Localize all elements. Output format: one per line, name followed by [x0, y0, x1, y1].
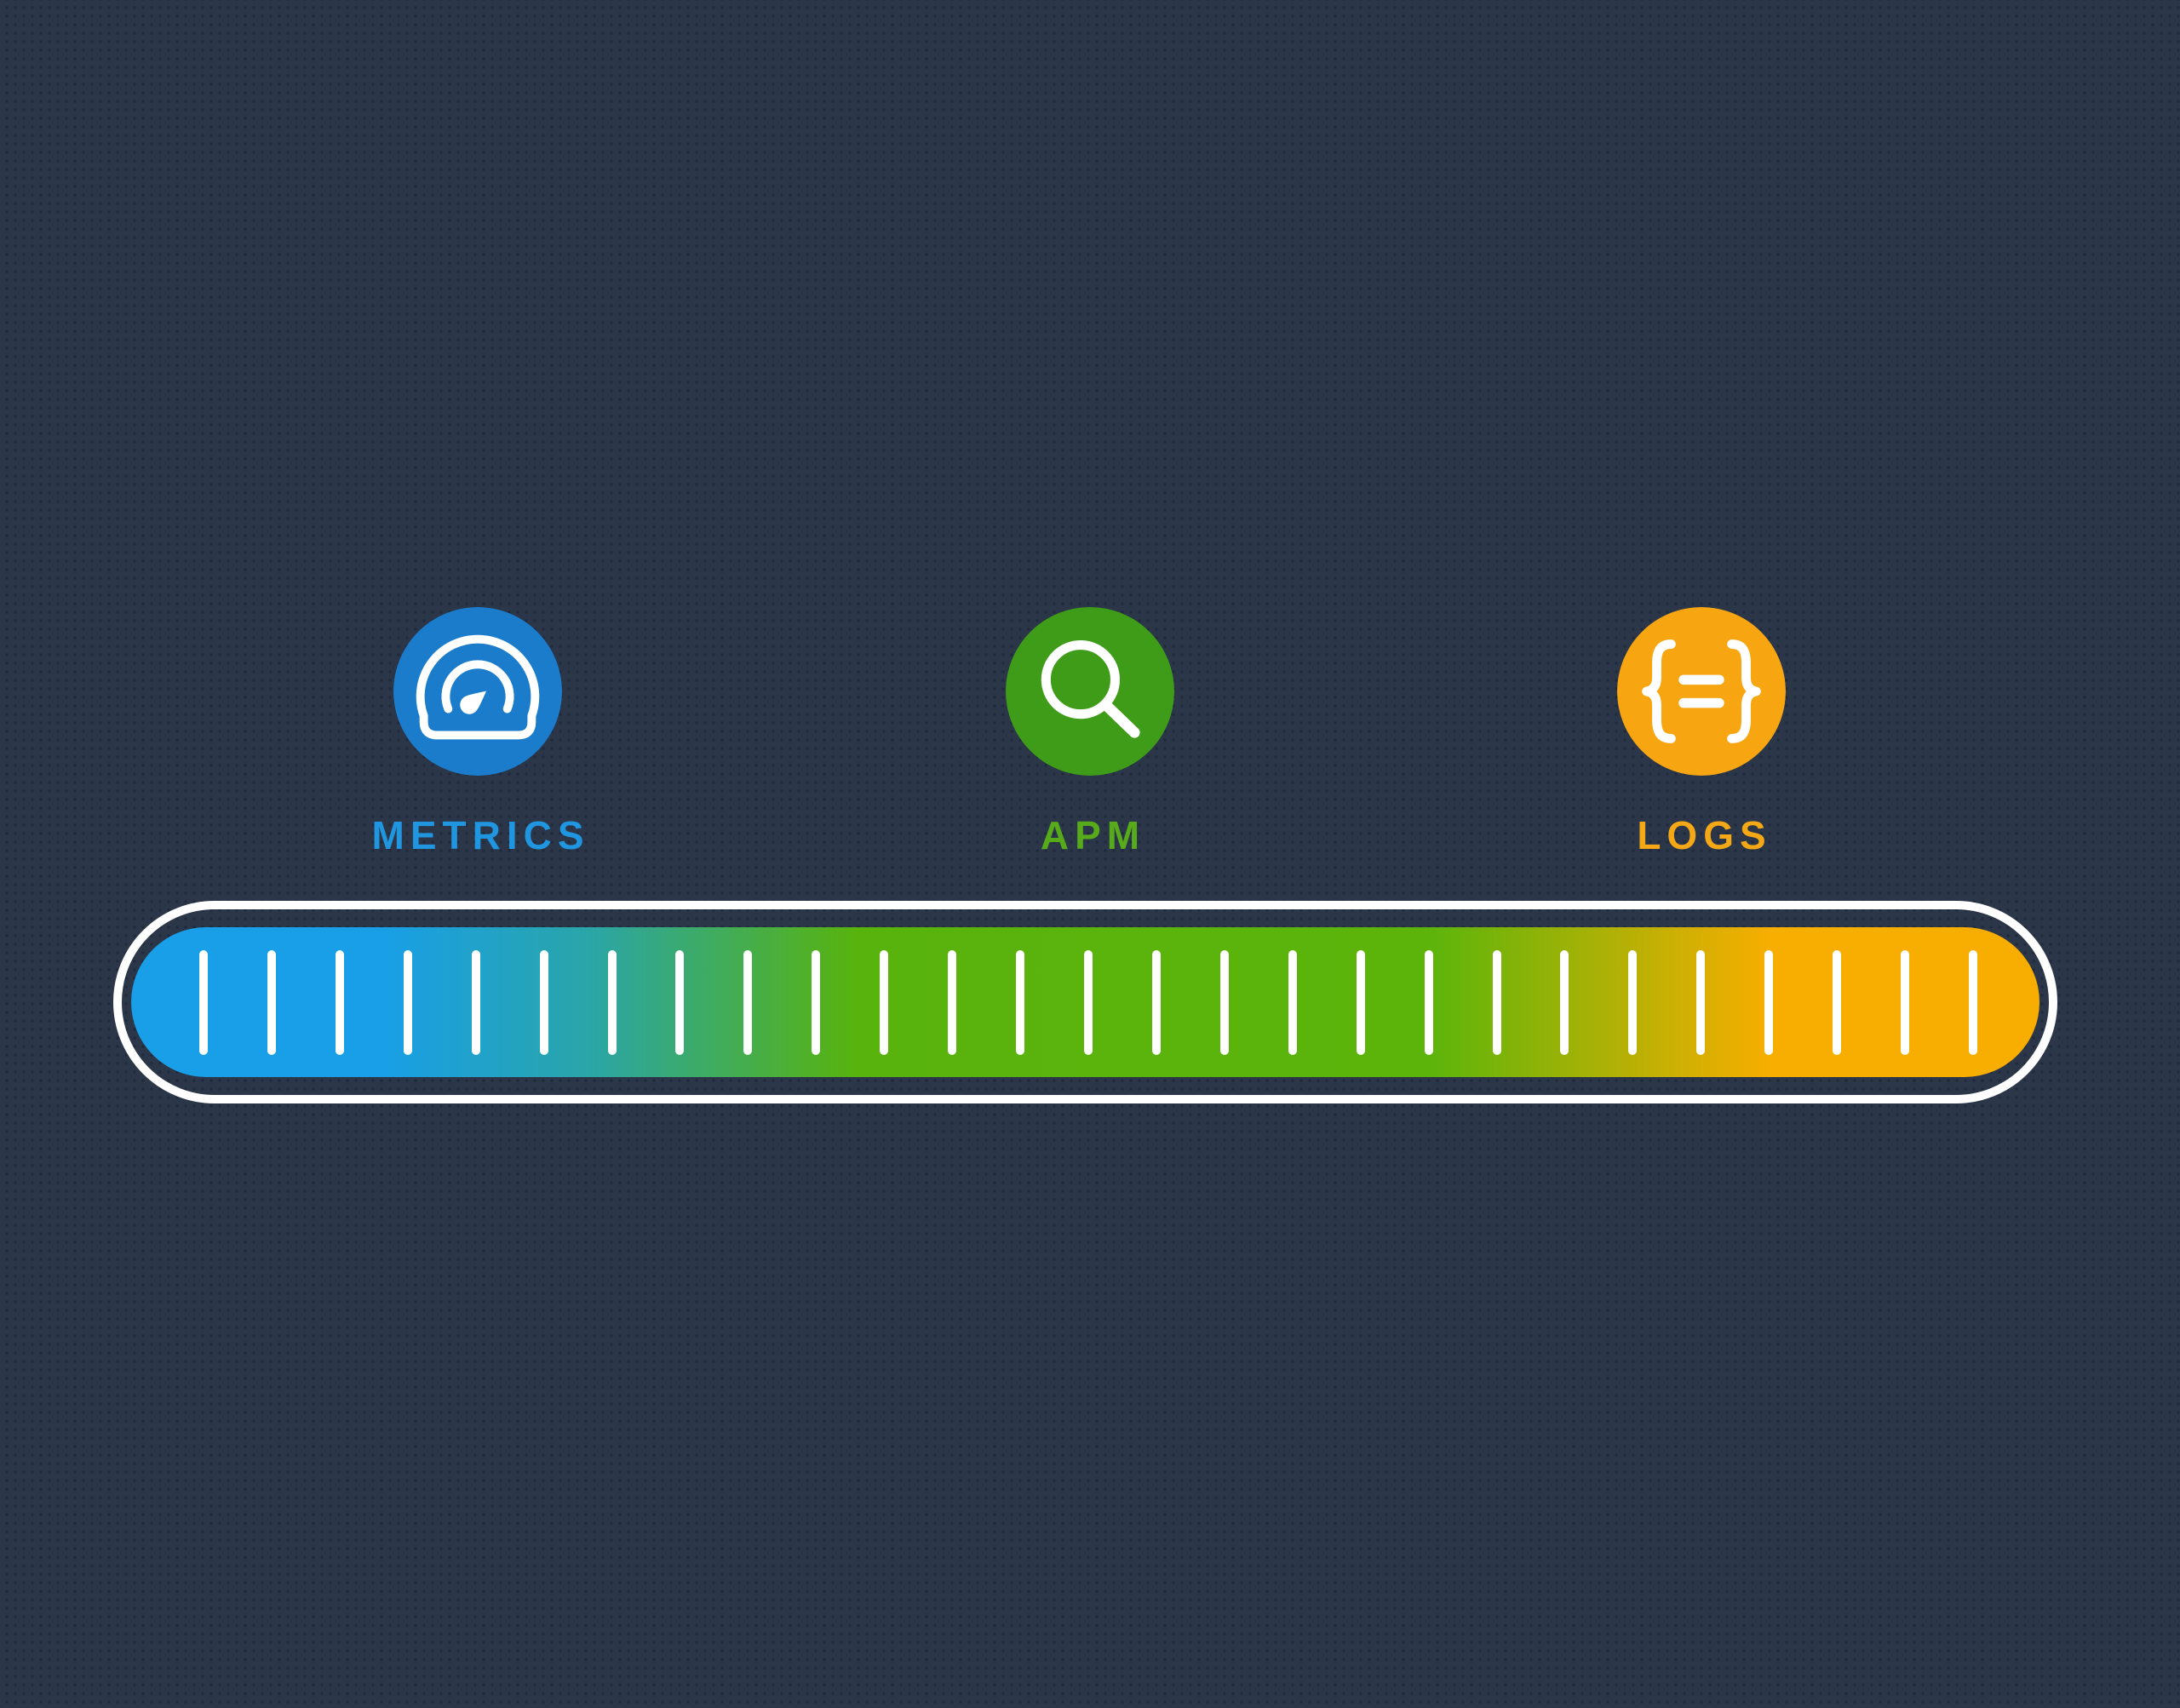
pillar-apm: APM — [911, 607, 1269, 855]
spectrum-bar — [131, 927, 2039, 1077]
apm-label: APM — [1040, 813, 1146, 857]
logs-button[interactable] — [1617, 607, 1786, 776]
tick-mark — [1901, 949, 1910, 1055]
tick-mark — [471, 949, 480, 1055]
tick-mark — [675, 949, 685, 1055]
tick-mark — [607, 949, 617, 1055]
tick-mark — [1424, 949, 1433, 1055]
tick-mark — [267, 949, 276, 1055]
pillar-metrics: METRICS — [299, 607, 657, 855]
spectrum-bar-outline — [113, 901, 2057, 1103]
pillar-logs: LOGS — [1523, 607, 1880, 855]
tick-mark — [1356, 949, 1365, 1055]
tick-mark — [539, 949, 548, 1055]
tick-mark — [1968, 949, 1977, 1055]
tick-mark — [1833, 949, 1842, 1055]
tick-mark — [1696, 949, 1706, 1055]
metrics-label: METRICS — [371, 813, 590, 857]
apm-circle — [1006, 607, 1174, 776]
metrics-button[interactable] — [393, 607, 562, 776]
tick-mark — [1083, 949, 1093, 1055]
tick-mark — [403, 949, 412, 1055]
logs-label: LOGS — [1637, 813, 1772, 857]
tick-mark — [1560, 949, 1569, 1055]
braces-icon — [1642, 639, 1761, 743]
tick-mark — [1219, 949, 1229, 1055]
gauge-icon — [416, 634, 540, 740]
magnifier-icon — [1041, 640, 1140, 738]
tick-mark — [199, 949, 208, 1055]
tick-mark — [1016, 949, 1025, 1055]
tick-mark — [812, 949, 821, 1055]
tick-mark — [880, 949, 889, 1055]
tick-mark — [1764, 949, 1774, 1055]
tick-mark — [1628, 949, 1638, 1055]
tick-mark — [948, 949, 957, 1055]
tick-mark — [335, 949, 344, 1055]
tick-mark — [1288, 949, 1297, 1055]
tick-mark — [1492, 949, 1501, 1055]
apm-button[interactable] — [1006, 607, 1174, 776]
tick-mark — [1151, 949, 1161, 1055]
tick-mark — [743, 949, 753, 1055]
